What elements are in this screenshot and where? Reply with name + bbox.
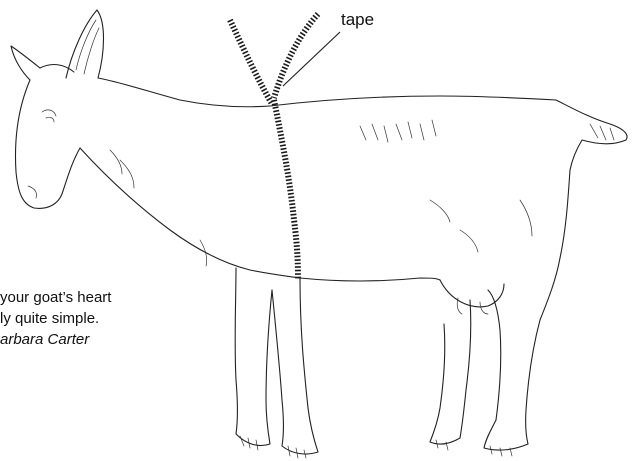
measuring-tape [230,14,318,280]
goat-outline [11,10,627,458]
caption-line-2: ly quite simple. [0,308,180,329]
caption-credit: arbara Carter [0,329,180,350]
caption-line-1: your goat’s heart [0,287,180,308]
tape-label: tape [341,10,374,30]
caption-text: your goat’s heart ly quite simple. arbar… [0,287,180,350]
